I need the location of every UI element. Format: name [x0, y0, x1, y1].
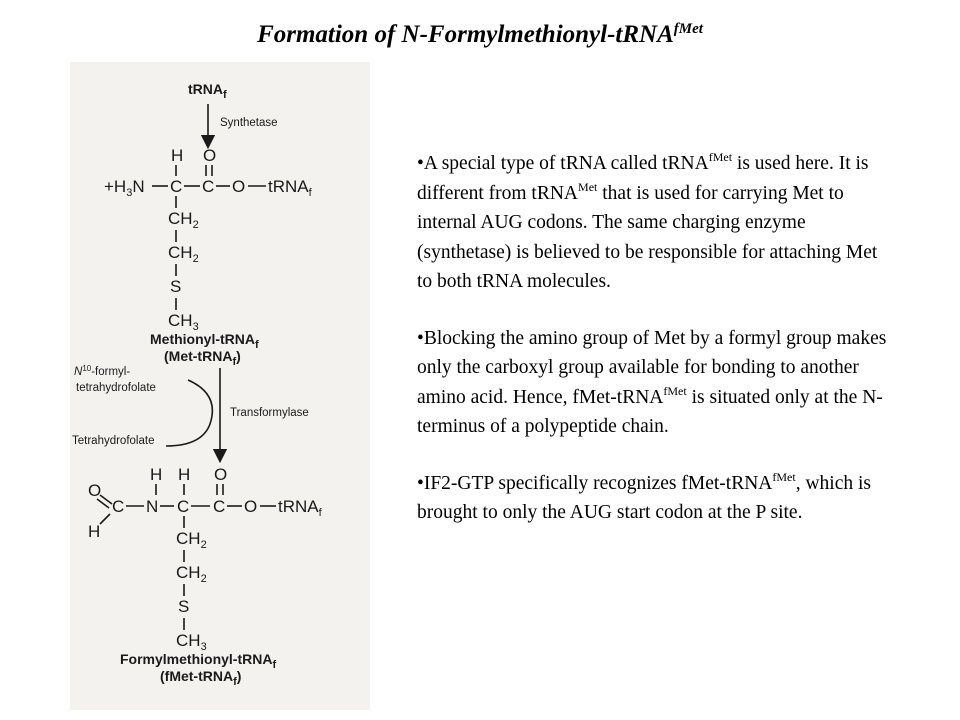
thf-label: Tetrahydrofolate: [72, 435, 154, 447]
svg-text:N: N: [146, 497, 158, 516]
svg-text:C: C: [112, 497, 124, 516]
svg-text:H: H: [150, 465, 162, 484]
formyl-thf-label-line2: tetrahydrofolate: [76, 382, 156, 394]
slide-title-superscript: fMet: [673, 21, 703, 37]
slide-title: Formation of N-Formylmethionyl-tRNAfMet: [0, 18, 960, 52]
svg-text:O: O: [214, 465, 227, 484]
svg-text:+H3N: +H3N: [104, 177, 145, 199]
transformylase-label: Transformylase: [230, 407, 309, 419]
reaction-diagram-svg: tRNAf Synthetase H O +H3N C C O tRNAf: [72, 81, 323, 688]
svg-text:O: O: [232, 177, 245, 196]
bullet-list: •A special type of tRNA called tRNAfMet …: [417, 149, 887, 555]
trna-f-label: tRNAf: [188, 81, 227, 101]
bullet-item-if2-gtp: •IF2-GTP specifically recognizes fMet-tR…: [417, 469, 872, 524]
svg-text:CH3: CH3: [176, 631, 207, 653]
svg-text:C: C: [170, 177, 182, 196]
formylmethionyl-trna-abbrev: (fMet-tRNAf): [160, 668, 241, 688]
svg-text:O: O: [203, 146, 216, 165]
formyl-thf-label: N10-formyl-: [74, 364, 130, 378]
methionyl-trna-abbrev: (Met-tRNAf): [164, 348, 241, 368]
svg-text:O: O: [88, 481, 101, 500]
svg-text:CH3: CH3: [168, 311, 199, 333]
svg-text:C: C: [177, 497, 189, 516]
svg-text:H: H: [178, 465, 190, 484]
formylmethionyl-trna-structure: H H O O C N C C O tRNAf: [88, 465, 323, 653]
svg-text:C: C: [202, 177, 214, 196]
svg-text:CH2: CH2: [168, 209, 199, 231]
svg-text:S: S: [178, 597, 189, 616]
svg-text:C: C: [213, 497, 225, 516]
bullet-item-formyl-blocking: •Blocking the amino group of Met by a fo…: [417, 327, 887, 438]
svg-text:tRNAf: tRNAf: [268, 177, 313, 199]
formylmethionyl-trna-name: Formylmethionyl-tRNAf: [120, 651, 276, 671]
svg-text:CH2: CH2: [168, 243, 199, 265]
methionyl-trna-name: Methionyl-tRNAf: [150, 331, 259, 351]
synthetase-label: Synthetase: [220, 117, 278, 129]
svg-text:tRNAf: tRNAf: [278, 497, 323, 519]
svg-text:CH2: CH2: [176, 563, 207, 585]
svg-text:O: O: [244, 497, 257, 516]
bullet-item-trna-fmet: •A special type of tRNA called tRNAfMet …: [417, 150, 878, 292]
slide-title-text: Formation of N-Formylmethionyl-tRNA: [257, 21, 674, 48]
svg-text:S: S: [170, 277, 181, 296]
cofactor-curve: [165, 379, 214, 447]
methionyl-trna-structure: H O +H3N C C O tRNAf CH2 CH2 S: [104, 146, 313, 333]
svg-text:H: H: [171, 146, 183, 165]
svg-text:CH2: CH2: [176, 529, 207, 551]
svg-text:H: H: [88, 522, 100, 541]
reaction-diagram: tRNAf Synthetase H O +H3N C C O tRNAf: [70, 62, 370, 710]
